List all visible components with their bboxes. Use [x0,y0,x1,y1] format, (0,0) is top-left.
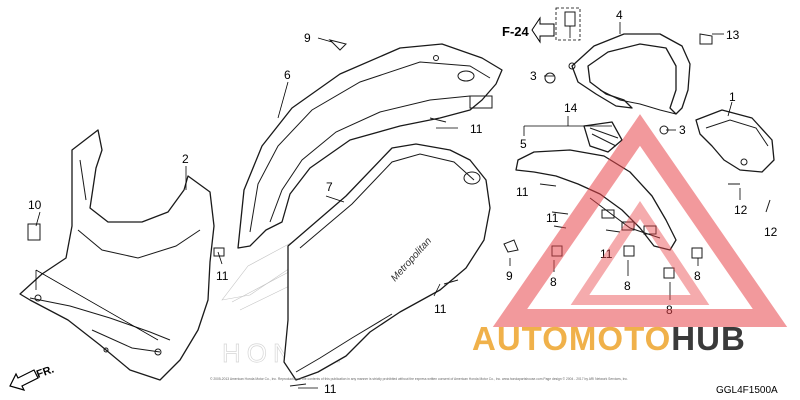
callout-11g: 11 [600,247,613,261]
callout-3b: 3 [679,123,686,137]
watermark-text: AUTOMOTOHUB [472,320,746,357]
callout-5: 5 [520,137,527,151]
callout-10: 10 [28,198,42,212]
callout-1: 1 [729,90,736,104]
callout-7: 7 [326,180,333,194]
watermark-auto: AUTO [472,320,569,357]
callout-9a: 9 [304,31,311,45]
callout-11d: 11 [324,382,337,396]
watermark-triangle-logo [492,114,788,327]
callout-2: 2 [182,152,189,166]
callout-11f: 11 [546,211,559,225]
automotohub-watermark: AUTOMOTOHUB [472,114,788,357]
part-4-rear-grab-bar [568,33,691,115]
watermark-moto: MOTO [569,320,671,357]
callout-6: 6 [284,68,291,82]
part-2-inner-lower-cover [19,129,215,381]
callout-13: 13 [726,28,740,42]
callout-12b: 12 [764,225,778,239]
part-1-side-cover [695,109,775,173]
callout-11b: 11 [470,122,483,136]
part-7-center-cover: Metropolitan [283,143,491,381]
reference-arrow-icon [531,16,555,44]
callout-4: 4 [616,8,623,22]
reference-dashed-box [555,7,581,41]
callout-8a: 8 [550,275,557,289]
page-reference-label: F-24 [502,24,530,39]
fasteners [27,11,771,387]
callout-14: 14 [564,101,578,115]
callout-11a: 11 [216,269,229,283]
callout-3: 3 [530,69,537,83]
front-direction-label: FR. [35,363,56,380]
callout-numbers: 1 2 3 3 4 5 6 7 8 8 8 8 9 9 10 11 11 11 … [28,8,778,396]
copyright-notice: © 2005-2013 American Honda Motor Co., In… [210,377,628,381]
callout-8b: 8 [624,279,631,293]
front-arrow-icon [9,369,39,391]
part-5-rear-assembly [515,121,677,251]
part-6-inner-upper-panel [237,43,503,249]
leader-lines [35,22,741,389]
page-reference: F-24 [502,7,581,44]
callout-8d: 8 [694,269,701,283]
front-direction-indicator: FR. [9,363,56,391]
callout-9b: 9 [506,269,513,283]
watermark-hub: HUB [671,320,746,357]
diagram-code: GGL4F1500A [716,385,778,396]
callout-12a: 12 [734,203,748,217]
callout-11e: 11 [516,185,529,199]
callout-11c: 11 [434,302,447,316]
